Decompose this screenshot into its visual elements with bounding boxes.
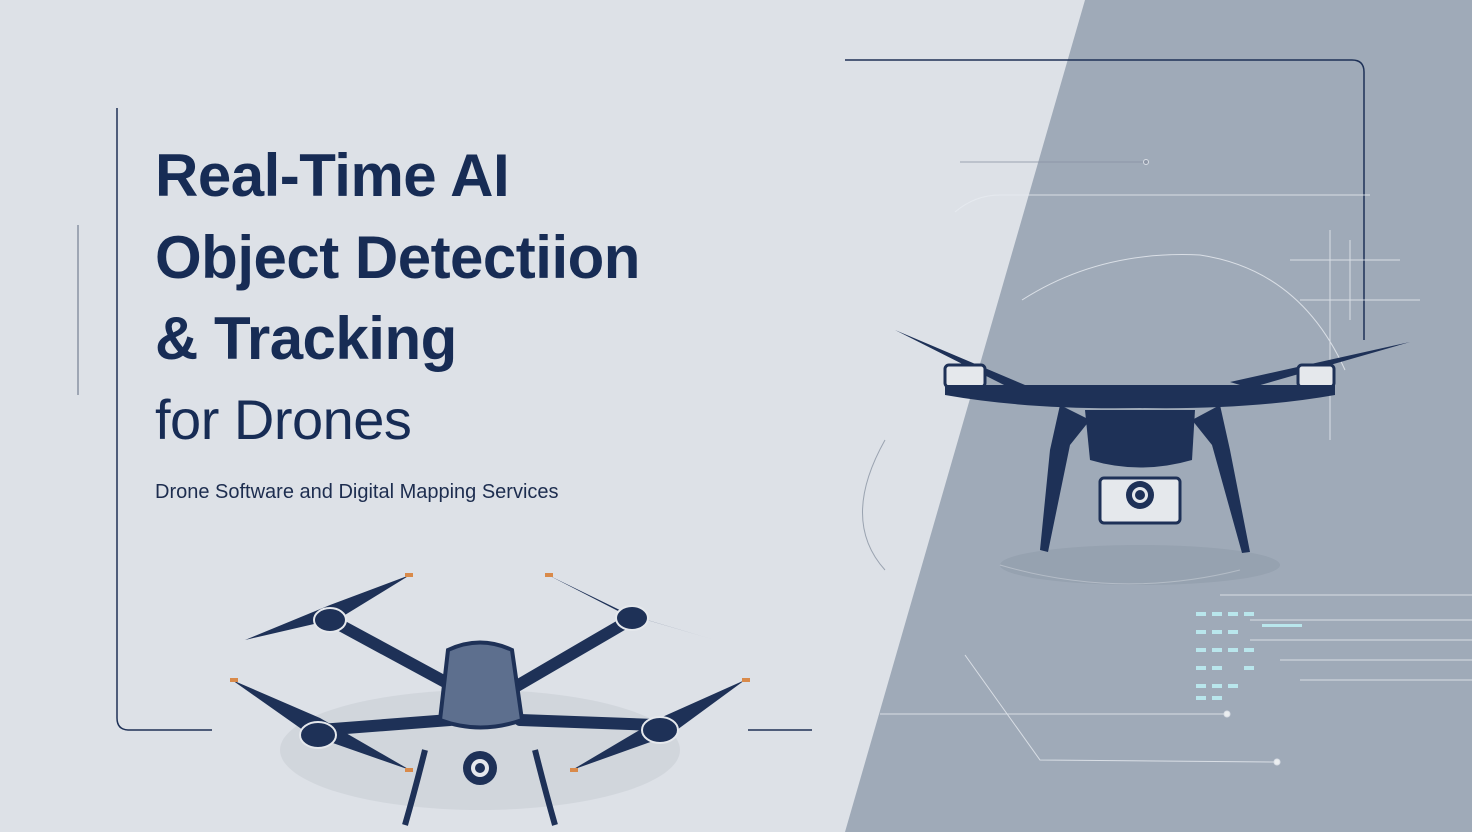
data-dots	[1196, 612, 1302, 700]
subtitle: Drone Software and Digital Mapping Servi…	[155, 481, 559, 503]
title-line-1: Real-Time AI	[155, 142, 510, 209]
drone-left-illustration	[230, 573, 750, 826]
frame-lines	[77, 59, 1365, 731]
title-line-3: & Tracking	[155, 305, 457, 372]
title-line-4: for Drones	[155, 388, 412, 451]
title-line-2: Object Detectiion	[155, 224, 640, 291]
drone-right-illustration	[895, 330, 1410, 585]
